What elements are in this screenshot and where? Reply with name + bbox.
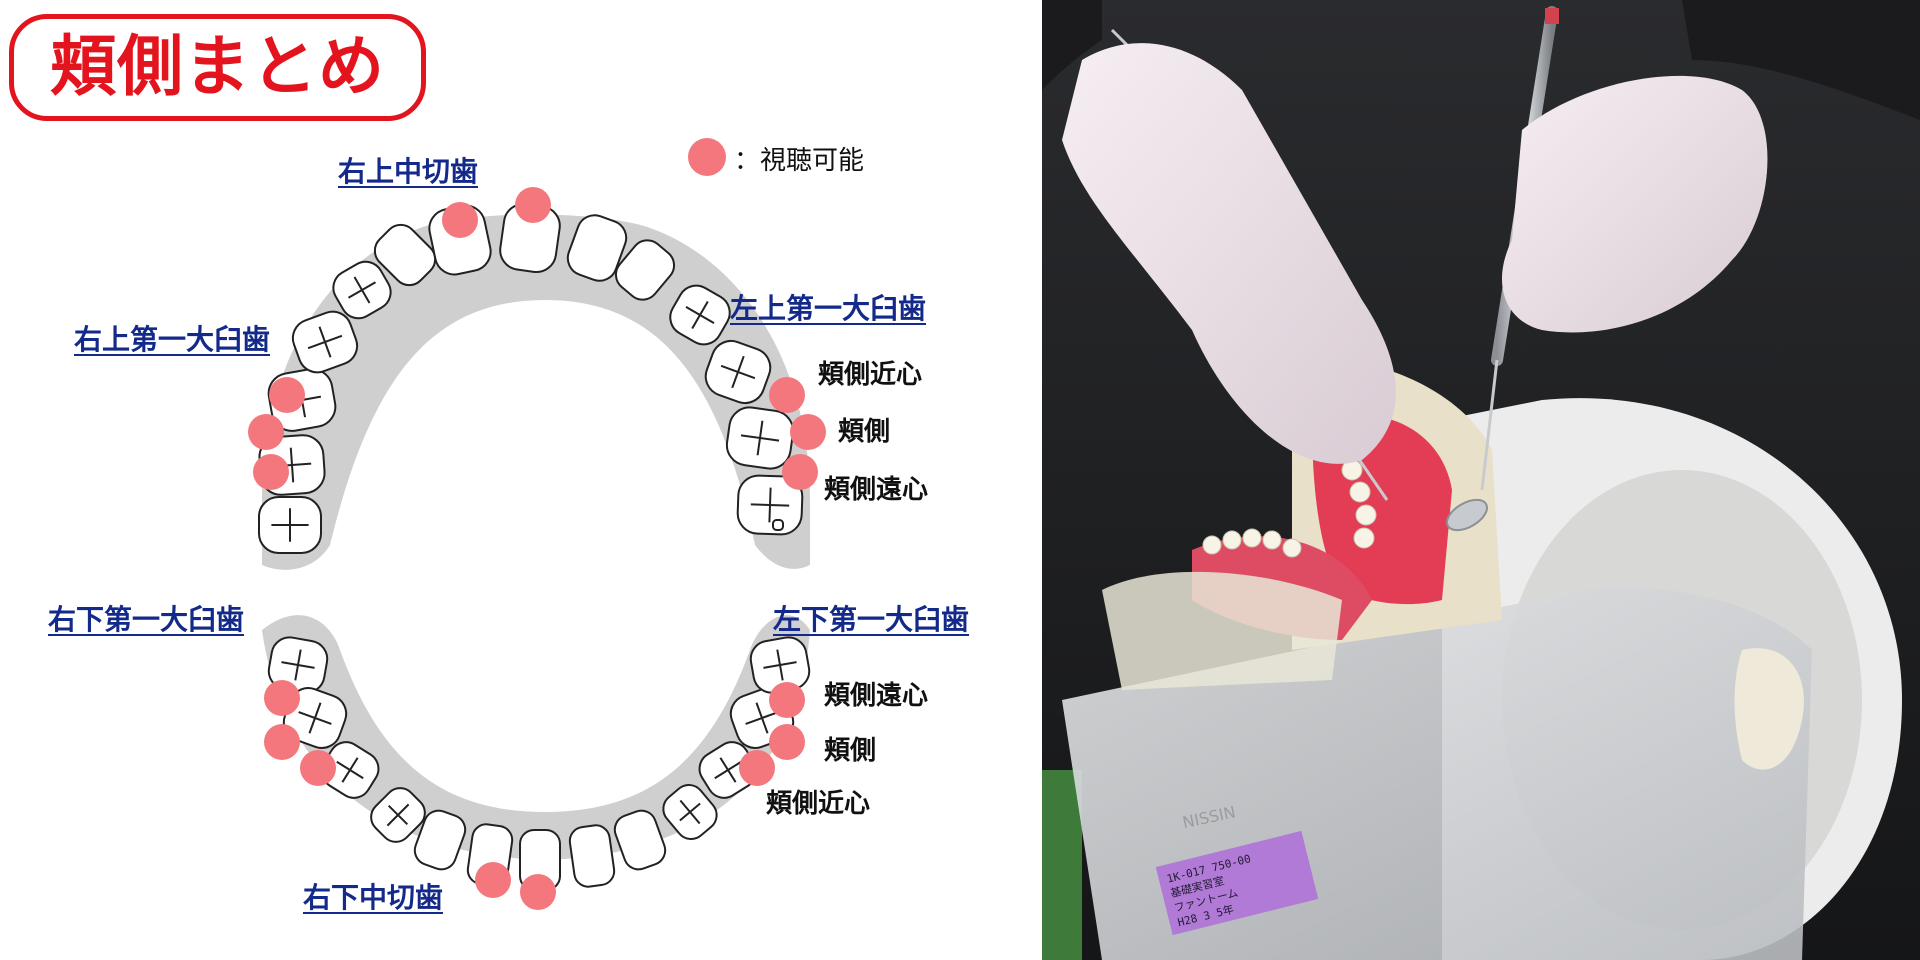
visible-surface-marker [515, 187, 551, 223]
upper-tooth [704, 339, 772, 405]
upper-tooth [725, 406, 795, 470]
visible-surface-marker [442, 202, 478, 238]
visible-surface-marker [475, 862, 511, 898]
upper-tooth [258, 496, 322, 554]
upper-tooth [669, 284, 731, 346]
label-lower-buccal-distal: 頬側遠心 [824, 681, 929, 711]
legend-text: ：視聴可能 [734, 146, 865, 176]
lower-tooth [613, 809, 667, 871]
page-title: 頬側まとめ [50, 28, 385, 105]
visible-surface-marker [300, 750, 336, 786]
lower-tooth [267, 636, 329, 694]
label-upper-buccal: 頬側 [838, 417, 891, 447]
diagram-panel: 頬側まとめ ：視聴可能 右上中切歯 右上第一大臼歯 左上第一大臼歯 頬側近心 頬… [9, 14, 970, 914]
visible-surface-marker [248, 414, 284, 450]
left-glove [1062, 43, 1396, 464]
upper-tooth [566, 214, 628, 282]
lower-tooth [370, 787, 426, 843]
visible-surface-marker [790, 414, 826, 450]
visible-surface-marker [769, 377, 805, 413]
label-upper-right-first-molar: 右上第一大臼歯 [74, 323, 271, 356]
label-lower-left-first-molar: 左下第一大臼歯 [773, 603, 970, 636]
label-upper-buccal-distal: 頬側遠心 [824, 475, 929, 505]
upper-tooth [332, 260, 392, 320]
upper-tooth [772, 519, 784, 531]
model-teeth [1202, 439, 1377, 558]
dental-phantom-photo: 1K-017 750-00 基礎実習室 ファントーム H28 3 5年 NISS… [1042, 0, 1920, 960]
label-lower-buccal-mesial: 頬側近心 [766, 789, 871, 819]
asset-sticker [1155, 830, 1319, 936]
right-glove [1502, 75, 1768, 333]
label-lower-buccal: 頬側 [824, 736, 877, 766]
clear-base [1102, 571, 1342, 690]
visible-surface-marker [253, 454, 289, 490]
label-upper-buccal-mesial: 頬側近心 [818, 360, 923, 390]
visible-surface-marker [782, 454, 818, 490]
left-sleeve [1042, 0, 1102, 90]
label-lower-right-central: 右下中切歯 [303, 881, 444, 914]
lower-tooth [320, 741, 380, 799]
upper-gum-arch [262, 214, 810, 570]
dental-arch-diagram [248, 187, 826, 910]
lower-gum-arch [262, 615, 810, 860]
visible-surface-marker [520, 874, 556, 910]
visible-surface-marker [769, 682, 805, 718]
right-sleeve [1682, 0, 1920, 120]
label-lower-right-first-molar: 右下第一大臼歯 [48, 603, 245, 636]
dental-mirror [1446, 498, 1488, 532]
visible-surface-marker [264, 724, 300, 760]
lower-tooth [568, 824, 616, 888]
visible-surface-marker [739, 750, 775, 786]
title-badge: 頬側まとめ [9, 14, 426, 121]
upper-tooth [291, 310, 359, 374]
green-floor [1042, 770, 1082, 960]
visible-surface-markers [248, 187, 826, 910]
upper-tooth [373, 223, 437, 287]
phantom-ear [1734, 648, 1804, 770]
visible-surface-marker [269, 377, 305, 413]
label-upper-right-central: 右上中切歯 [338, 155, 479, 188]
lower-tooth [662, 784, 718, 840]
lower-tooth [413, 809, 467, 871]
photo-panel: 1K-017 750-00 基礎実習室 ファントーム H28 3 5年 NISS… [1042, 0, 1920, 960]
upper-tooth [736, 474, 804, 536]
lower-teeth [267, 636, 811, 891]
upper-tooth [614, 239, 676, 301]
visible-surface-marker [769, 724, 805, 760]
legend-marker-icon [688, 138, 726, 176]
visible-surface-marker [264, 680, 300, 716]
label-upper-left-first-molar: 左上第一大臼歯 [730, 292, 927, 325]
